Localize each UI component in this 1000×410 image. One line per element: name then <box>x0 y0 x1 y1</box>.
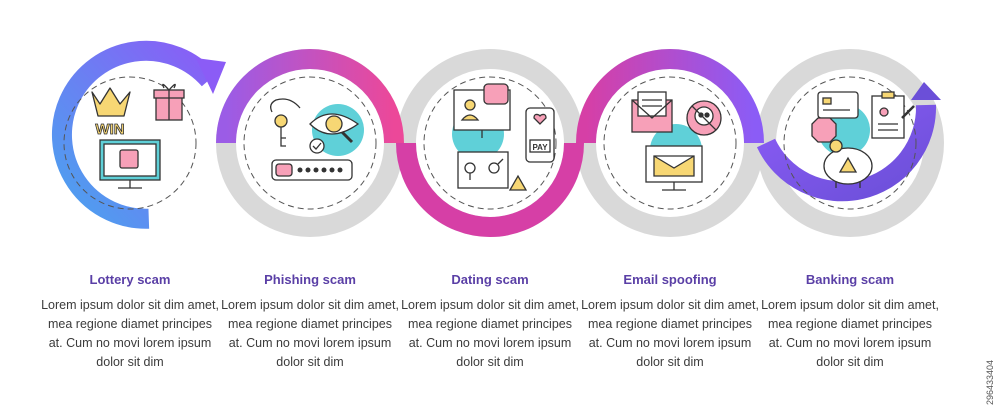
inner-dash-1 <box>63 76 197 210</box>
step-body-banking: Lorem ipsum dolor sit dim amet, mea regi… <box>761 298 939 369</box>
phishing-hook-eye-icon <box>270 98 364 181</box>
email-skull-icon <box>631 91 722 191</box>
lottery-monitor-icon <box>91 83 185 189</box>
step-body-dating: Lorem ipsum dolor sit dim amet, mea regi… <box>401 298 579 369</box>
inner-dash-2 <box>243 76 377 210</box>
stock-id-label: 296433404 <box>985 359 995 405</box>
flow-arrow-start-icon <box>196 58 226 94</box>
step-body-lottery: Lorem ipsum dolor sit dim amet, mea regi… <box>41 298 219 369</box>
scam-flow-diagram: WIN PAY <box>51 40 944 237</box>
ring-step-3-arc <box>396 142 584 237</box>
step-title-lottery: Lottery scam <box>89 272 171 287</box>
pay-label: PAY <box>532 143 548 152</box>
inner-dash-5 <box>783 76 917 210</box>
step-title-banking: Banking scam <box>805 272 895 287</box>
step-body-phishing: Lorem ipsum dolor sit dim amet, mea regi… <box>221 298 399 369</box>
step-title-email: Email spoofing <box>623 272 717 287</box>
flow-arrow-end-icon <box>911 82 941 100</box>
step-body-email: Lorem ipsum dolor sit dim amet, mea regi… <box>581 298 759 369</box>
win-label: WIN <box>95 121 124 138</box>
dating-phone-heart-icon <box>452 83 555 191</box>
ring-step-1-arc <box>51 40 217 229</box>
ring-step-5-arc <box>756 104 937 202</box>
step-title-dating: Dating scam <box>451 272 529 287</box>
inner-dash-4 <box>603 76 737 210</box>
inner-dash-3 <box>423 76 557 210</box>
step-title-phishing: Phishing scam <box>264 272 356 287</box>
ring-step-2-arc <box>216 49 404 144</box>
banking-piggy-icon <box>811 91 915 188</box>
ring-step-4-arc <box>576 49 764 144</box>
